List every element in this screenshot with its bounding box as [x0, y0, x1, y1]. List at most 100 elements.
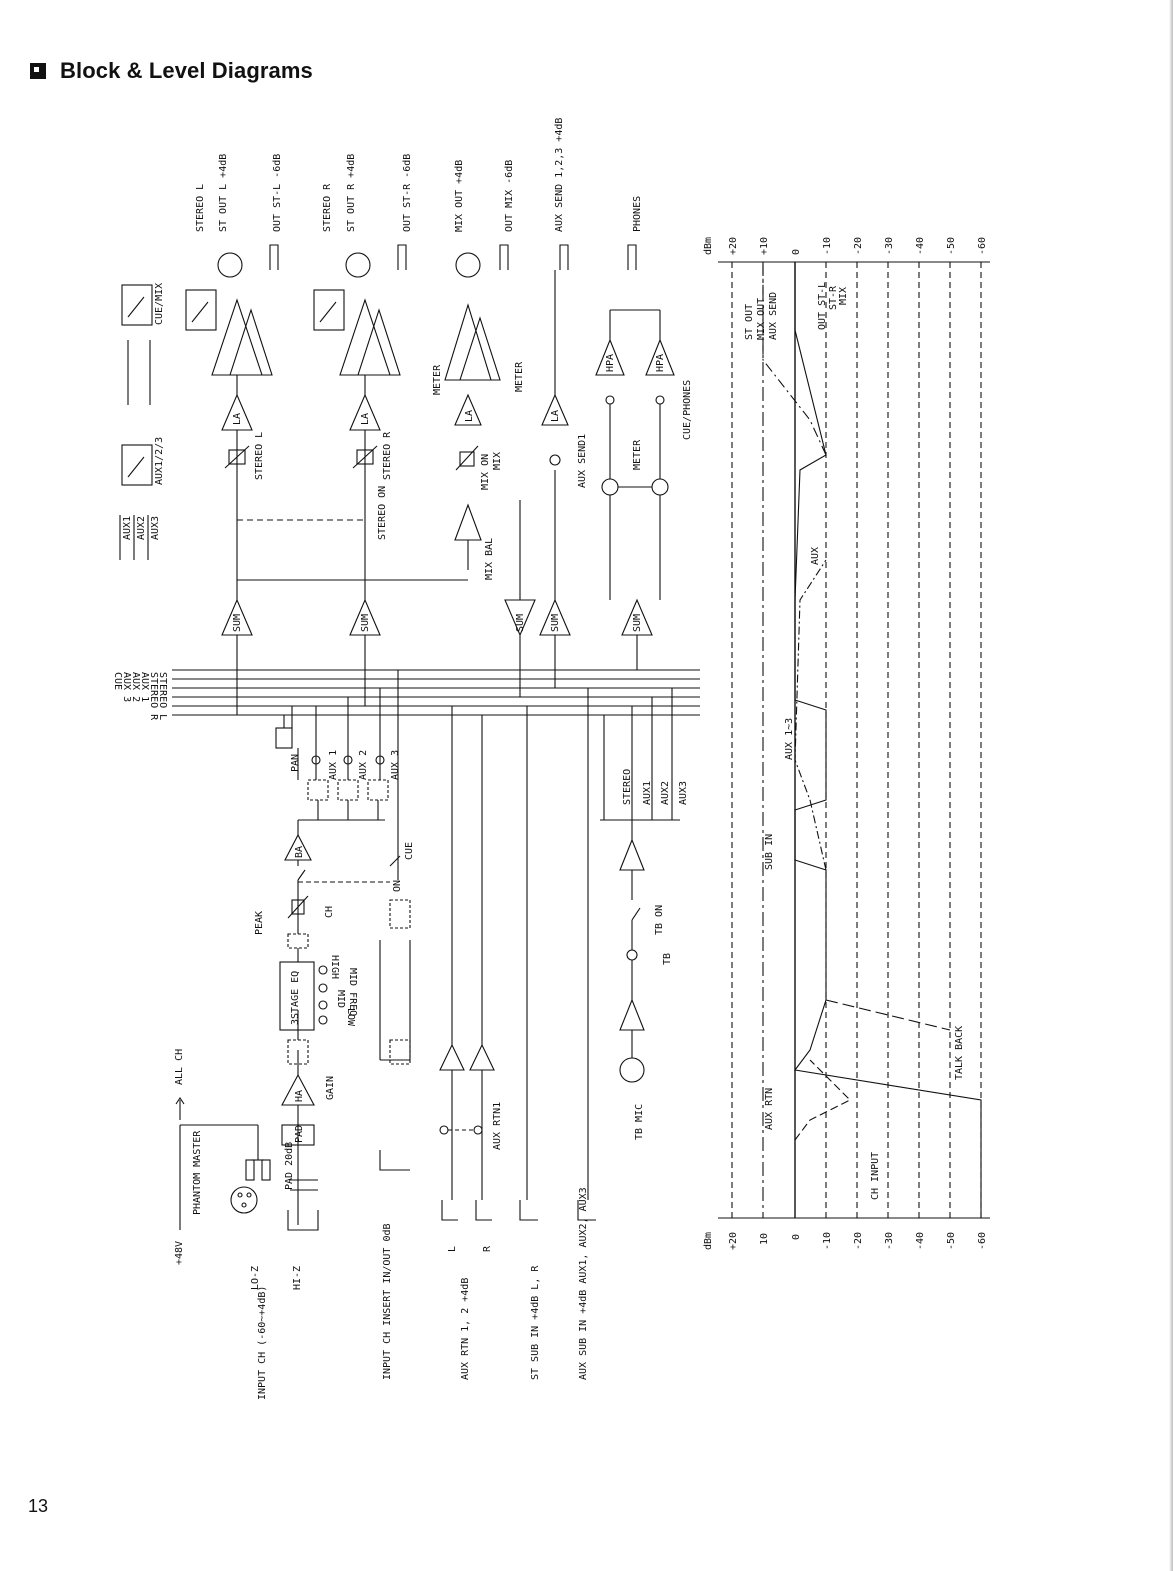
label-sum-mix: SUM — [515, 614, 526, 632]
scale-top-m20: -20 — [853, 237, 864, 255]
label-mix-out: MIX OUT +4dB — [454, 160, 465, 232]
label-stereo-r-fader: STEREO R — [382, 431, 393, 480]
page-edge-shadow — [1169, 0, 1173, 1571]
label-tb-stereo: STEREO — [622, 769, 633, 805]
label-sum-cue: SUM — [632, 614, 643, 632]
label-phantom-master: PHANTOM MASTER — [192, 1130, 203, 1215]
curve-label-mix: MIX — [838, 287, 849, 305]
label-gain: GAIN — [325, 1076, 336, 1100]
label-st-out-l: ST OUT L +4dB — [218, 154, 229, 232]
label-out-st-r: OUT ST-R -6dB — [402, 154, 413, 232]
label-tb-aux1: AUX1 — [642, 781, 653, 805]
power-labels: +48V PHANTOM MASTER ALL CH — [174, 1049, 203, 1265]
label-stereo-l-fader: STEREO L — [254, 432, 265, 480]
scale-top-m10: -10 — [822, 237, 833, 255]
talkback-section — [600, 688, 680, 1083]
scale-bot-m60: -60 — [977, 1232, 988, 1250]
curve-label-st-out: ST OUT — [744, 304, 755, 340]
label-l: L — [447, 1246, 458, 1252]
output-labels: STEREO L ST OUT L +4dB OUT ST-L -6dB STE… — [195, 118, 643, 232]
label-aux-knob-1: AUX 1 — [328, 750, 339, 780]
scale-bot-m30: -30 — [884, 1232, 895, 1250]
label-ch: CH — [324, 906, 335, 918]
curve-label-st-r: ST-R — [828, 285, 839, 310]
label-stereo-l: STEREO L — [195, 184, 206, 232]
level-scale-top: dBm +20 +10 0 -10 -20 -30 -40 -50 -60 — [703, 237, 988, 255]
scale-bot-m20: -20 — [853, 1232, 864, 1250]
input-channel-strip — [175, 670, 411, 1231]
label-pad-20db: PAD 20dB — [284, 1142, 295, 1190]
scale-bot-p10: 10 — [759, 1233, 770, 1245]
label-la-r: LA — [360, 413, 371, 425]
level-unit-bottom: dBm — [703, 1232, 714, 1250]
label-aux-sel-1: AUX1 — [122, 516, 133, 540]
label-aux-send: AUX SEND 1,2,3 +4dB — [554, 118, 565, 232]
level-scale-bottom: dBm +20 10 0 -10 -20 -30 -40 -50 -60 — [703, 1232, 988, 1250]
page-heading: Block & Level Diagrams — [30, 58, 313, 84]
curve-label-aux-send: AUX SEND — [768, 292, 779, 340]
curve-label-talk-back: TALK BACK — [954, 1026, 965, 1080]
mix-buses — [172, 669, 700, 716]
label-mix: MIX — [492, 452, 503, 470]
label-st-out-r: ST OUT R +4dB — [346, 154, 357, 232]
label-eq-mid-freq: MID FREQ — [347, 968, 358, 1016]
label-aux-knob-3: AUX 3 — [390, 750, 401, 780]
bus-label-aux2: AUX 2 — [130, 672, 141, 702]
level-diagram — [718, 261, 990, 1219]
label-48v: +48V — [174, 1241, 185, 1265]
level-curve-labels: ST OUT MIX OUT AUX SEND OUT ST-L ST-R MI… — [744, 282, 965, 1200]
label-input-ch: INPUT CH (-60~+4dB) — [257, 1286, 268, 1400]
scale-bot-m50: -50 — [946, 1232, 957, 1250]
label-ch-cue: CUE — [404, 842, 415, 860]
label-all-ch: ALL CH — [174, 1049, 185, 1085]
label-eq-low: LOW — [345, 1008, 356, 1027]
label-st-sub-in: ST SUB IN +4dB L, R — [530, 1265, 541, 1380]
bullet-square-icon — [30, 63, 46, 79]
scale-top-p20: +20 — [728, 237, 739, 255]
bus-label-stereo-l: STEREO L — [157, 672, 168, 720]
input-labels: INPUT CH (-60~+4dB) LO-Z HI-Z INPUT CH I… — [250, 1187, 589, 1400]
page-title: Block & Level Diagrams — [60, 58, 313, 83]
label-tb: TB — [662, 953, 673, 965]
label-eq: 3STAGE EQ — [290, 971, 301, 1025]
scale-bot-m10: -10 — [822, 1232, 833, 1250]
level-unit-top: dBm — [703, 237, 714, 255]
page-number: 13 — [28, 1496, 49, 1516]
label-out-st-l: OUT ST-L -6dB — [272, 154, 283, 232]
scale-bot-p20: +20 — [728, 1232, 739, 1250]
label-mix-on: MIX ON — [480, 454, 491, 490]
scale-bot-0: 0 — [791, 1234, 802, 1240]
label-meter-aux: METER — [514, 361, 525, 392]
label-aux-rtn: AUX RTN 1, 2 +4dB — [460, 1278, 471, 1380]
curve-label-out-st-l: OUT ST-L — [817, 282, 828, 330]
label-hi-z: HI-Z — [292, 1266, 303, 1290]
curve-label-sub-in: SUB IN — [764, 834, 775, 870]
label-eq-mid: MID — [335, 990, 346, 1008]
label-peak: PEAK — [254, 911, 265, 935]
label-aux-knob-2: AUX 2 — [358, 750, 369, 780]
label-hpa-l: HPA — [605, 354, 616, 372]
label-cue-mix-meter: CUE/MIX — [154, 283, 165, 325]
label-lo-z: LO-Z — [250, 1266, 261, 1290]
label-r: R — [482, 1245, 493, 1252]
master-section — [119, 244, 675, 715]
label-hpa-r: HPA — [655, 354, 666, 372]
label-mix-bal: MIX BAL — [484, 538, 495, 580]
label-tb-mic: TB MIC — [634, 1104, 645, 1140]
label-la-l: LA — [232, 413, 243, 425]
label-la-aux: LA — [550, 410, 561, 422]
label-meter-phones: METER — [632, 439, 643, 470]
label-pan: PAN — [290, 754, 301, 772]
curve-label-aux-rtn: AUX RTN — [764, 1088, 775, 1130]
label-aux-sel-3: AUX3 — [150, 516, 161, 540]
label-cue-phones: CUE/PHONES — [682, 380, 693, 440]
label-sum-l: SUM — [232, 614, 243, 632]
label-aux-sel-2: AUX2 — [136, 516, 147, 540]
label-aux-send1: AUX SEND1 — [577, 434, 588, 488]
label-stereo-r: STEREO R — [322, 183, 333, 232]
label-ha: HA — [294, 1090, 305, 1102]
label-out-mix: OUT MIX -6dB — [504, 160, 515, 232]
label-aux-sub-in: AUX SUB IN +4dB AUX1, AUX2, AUX3 — [578, 1187, 589, 1380]
curve-label-aux: AUX — [810, 547, 821, 565]
